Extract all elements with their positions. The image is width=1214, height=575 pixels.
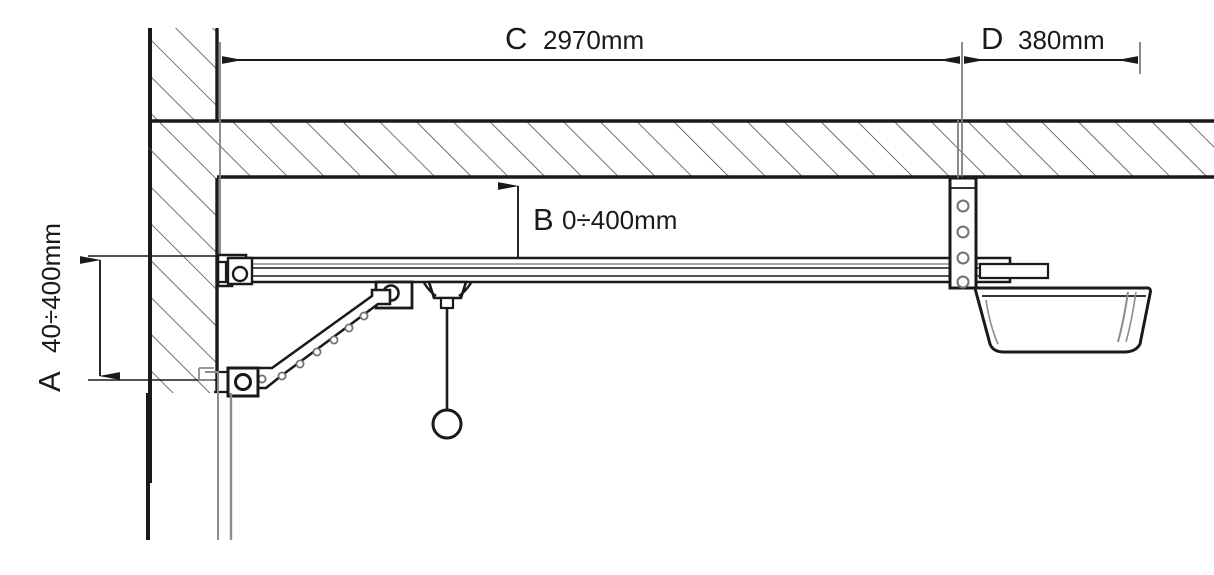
extension-lines bbox=[219, 42, 1141, 263]
dimension-C-letter: C bbox=[505, 21, 527, 56]
brace-perforations bbox=[257, 311, 369, 384]
header-bracket bbox=[216, 253, 254, 288]
dimension-B-value: 0÷400mm bbox=[562, 205, 677, 235]
carriage-trolley bbox=[423, 280, 472, 310]
ceiling bbox=[148, 119, 1214, 179]
diagonal-brace bbox=[247, 288, 392, 390]
wall-bracket-lower-hole bbox=[234, 373, 252, 391]
wall bbox=[148, 28, 219, 483]
ceiling-bracket-holes bbox=[956, 199, 970, 289]
header-bracket-pivot-hole bbox=[231, 265, 249, 283]
dimension-D: D 380mm bbox=[964, 21, 1138, 64]
dimension-A: A 40÷400mm bbox=[32, 223, 218, 392]
dimension-D-value: 380mm bbox=[1018, 25, 1105, 55]
release-ring-handle bbox=[431, 408, 463, 440]
vertical-door-track bbox=[146, 367, 233, 540]
ceiling-bracket bbox=[948, 120, 978, 290]
dimension-D-letter: D bbox=[981, 21, 1003, 56]
emergency-release bbox=[431, 308, 463, 440]
dimension-B-letter: B bbox=[533, 202, 554, 237]
dimension-C: C 2970mm bbox=[222, 21, 960, 64]
wall-bracket-lower bbox=[214, 366, 260, 398]
drive-rail bbox=[226, 256, 1050, 284]
dimension-C-value: 2970mm bbox=[543, 25, 644, 55]
dimension-A-value: 40÷400mm bbox=[36, 223, 66, 353]
dimension-A-letter: A bbox=[32, 371, 67, 392]
motor-unit bbox=[973, 286, 1152, 354]
dimension-B: B 0÷400mm bbox=[498, 182, 677, 266]
